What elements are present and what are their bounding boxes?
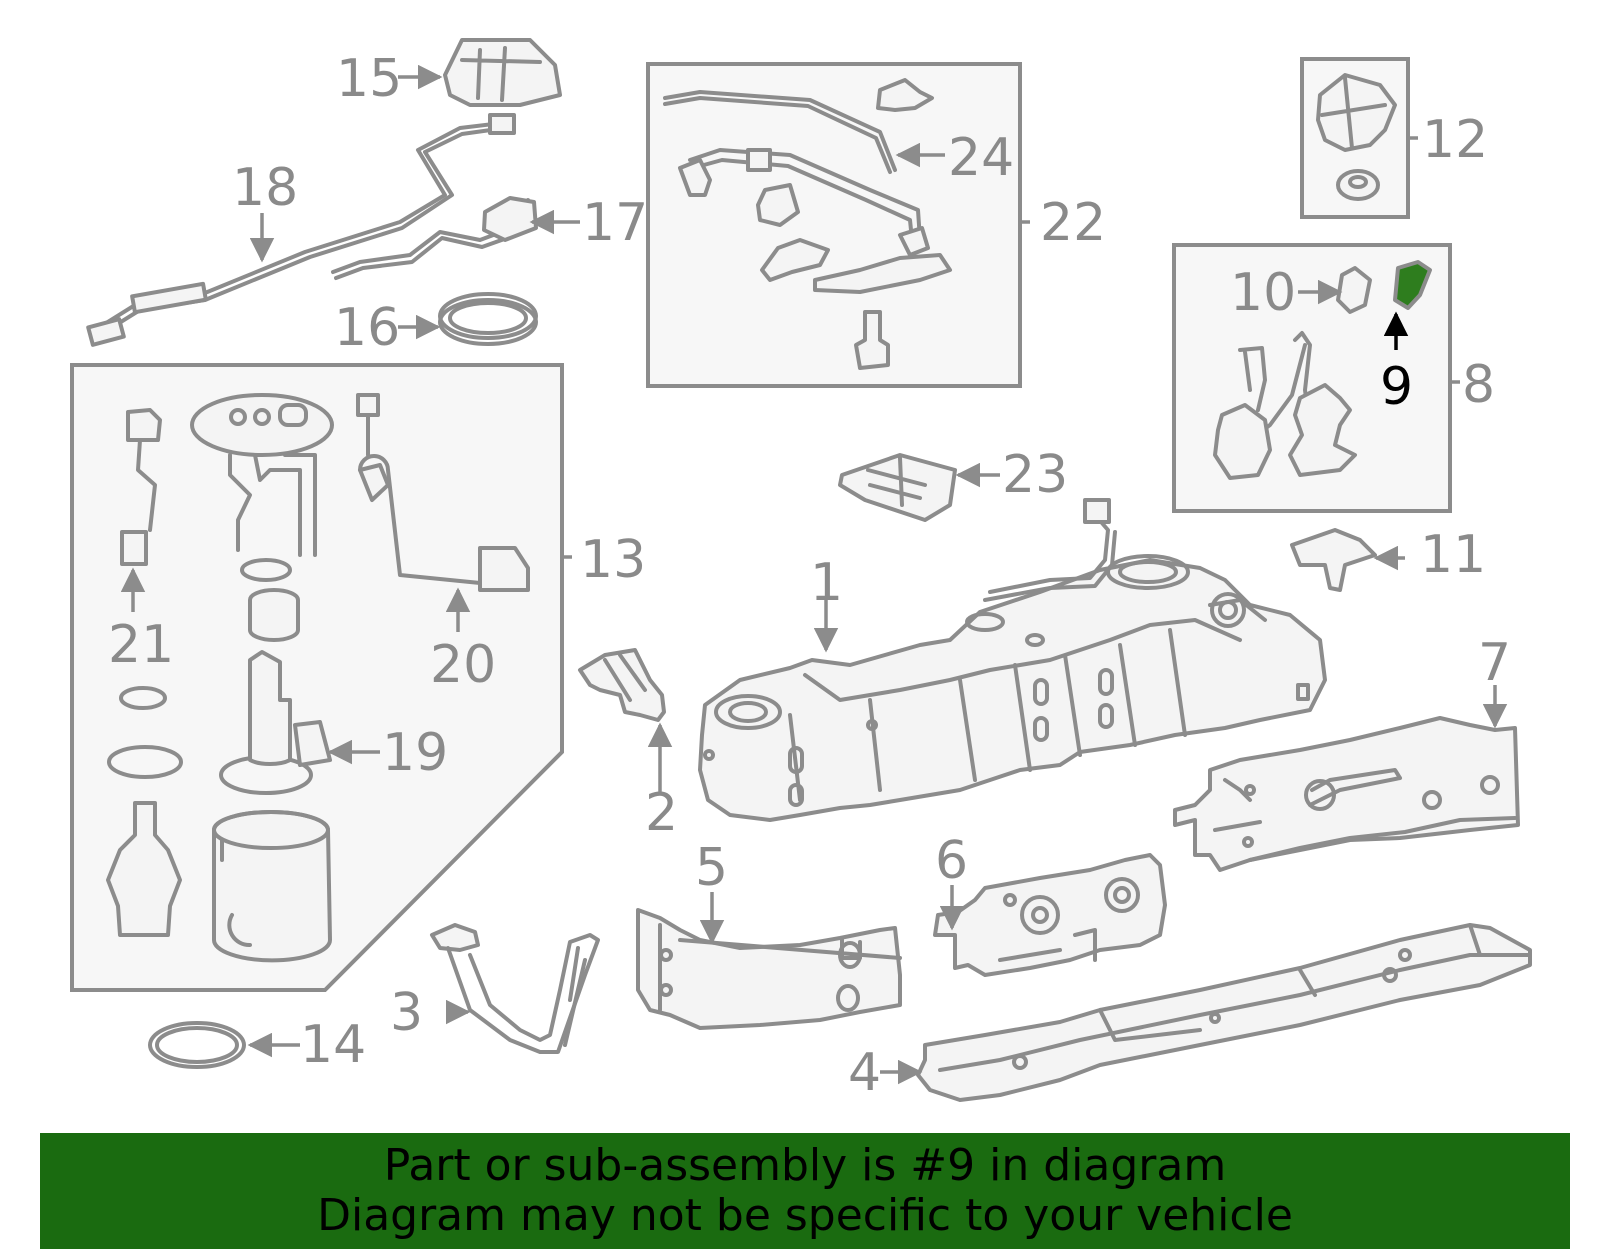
label-23: 23: [1002, 445, 1068, 505]
label-10: 10: [1230, 263, 1296, 323]
label-13: 13: [580, 530, 646, 590]
label-12: 12: [1422, 110, 1488, 170]
part-13-module: [190, 393, 334, 557]
info-banner: Part or sub-assembly is #9 in diagram Di…: [40, 1133, 1570, 1249]
part-6: [933, 853, 1167, 977]
banner-line-2: Diagram may not be specific to your vehi…: [317, 1190, 1293, 1241]
label-24: 24: [948, 128, 1014, 188]
part-22-contents: [663, 78, 952, 370]
part-16: [438, 292, 538, 346]
label-2: 2: [645, 783, 678, 843]
label-5: 5: [695, 838, 728, 898]
label-3: 3: [390, 983, 423, 1043]
label-1: 1: [810, 553, 843, 613]
parts-diagram: 15 18 17 16 24 22 12 10 9 8 23 11 13 1 2…: [70, 38, 1532, 1103]
part-15: [443, 38, 562, 107]
part-3: [430, 923, 600, 1054]
part-4: [916, 923, 1532, 1102]
part-13-filter-parts: [106, 558, 300, 937]
part-17: [331, 196, 538, 280]
part-14: [148, 1021, 246, 1069]
part-12: [1316, 73, 1397, 201]
label-4: 4: [848, 1043, 881, 1103]
leader-arrows: [120, 64, 1508, 1085]
part-8-contents: [1213, 260, 1432, 480]
part-18: [86, 113, 516, 347]
label-21: 21: [108, 615, 174, 675]
label-8: 8: [1462, 355, 1495, 415]
label-6: 6: [935, 831, 968, 891]
label-7: 7: [1478, 633, 1511, 693]
part-5: [636, 908, 902, 1030]
callout-labels: 15 18 17 16 24 22 12 10 9 8 23 11 13 1 2…: [108, 49, 1511, 1103]
label-15: 15: [336, 49, 402, 109]
part-13-housing: [212, 810, 332, 963]
label-17: 17: [582, 193, 648, 253]
label-20: 20: [430, 635, 496, 695]
part-19: [219, 650, 332, 795]
label-19: 19: [382, 723, 448, 783]
part-1-tank: [698, 498, 1327, 822]
label-18: 18: [232, 158, 298, 218]
assembly-box-13: [70, 363, 564, 992]
part-11: [1290, 528, 1377, 592]
label-9: 9: [1380, 357, 1413, 417]
part-23: [838, 453, 957, 522]
banner-line-1: Part or sub-assembly is #9 in diagram: [383, 1140, 1227, 1191]
label-16: 16: [334, 298, 400, 358]
label-11: 11: [1420, 525, 1486, 585]
part-21: [120, 408, 162, 566]
part-2: [578, 648, 666, 722]
label-22: 22: [1040, 193, 1106, 253]
label-14: 14: [300, 1015, 366, 1075]
part-7: [1173, 716, 1520, 872]
part-20: [356, 393, 530, 592]
